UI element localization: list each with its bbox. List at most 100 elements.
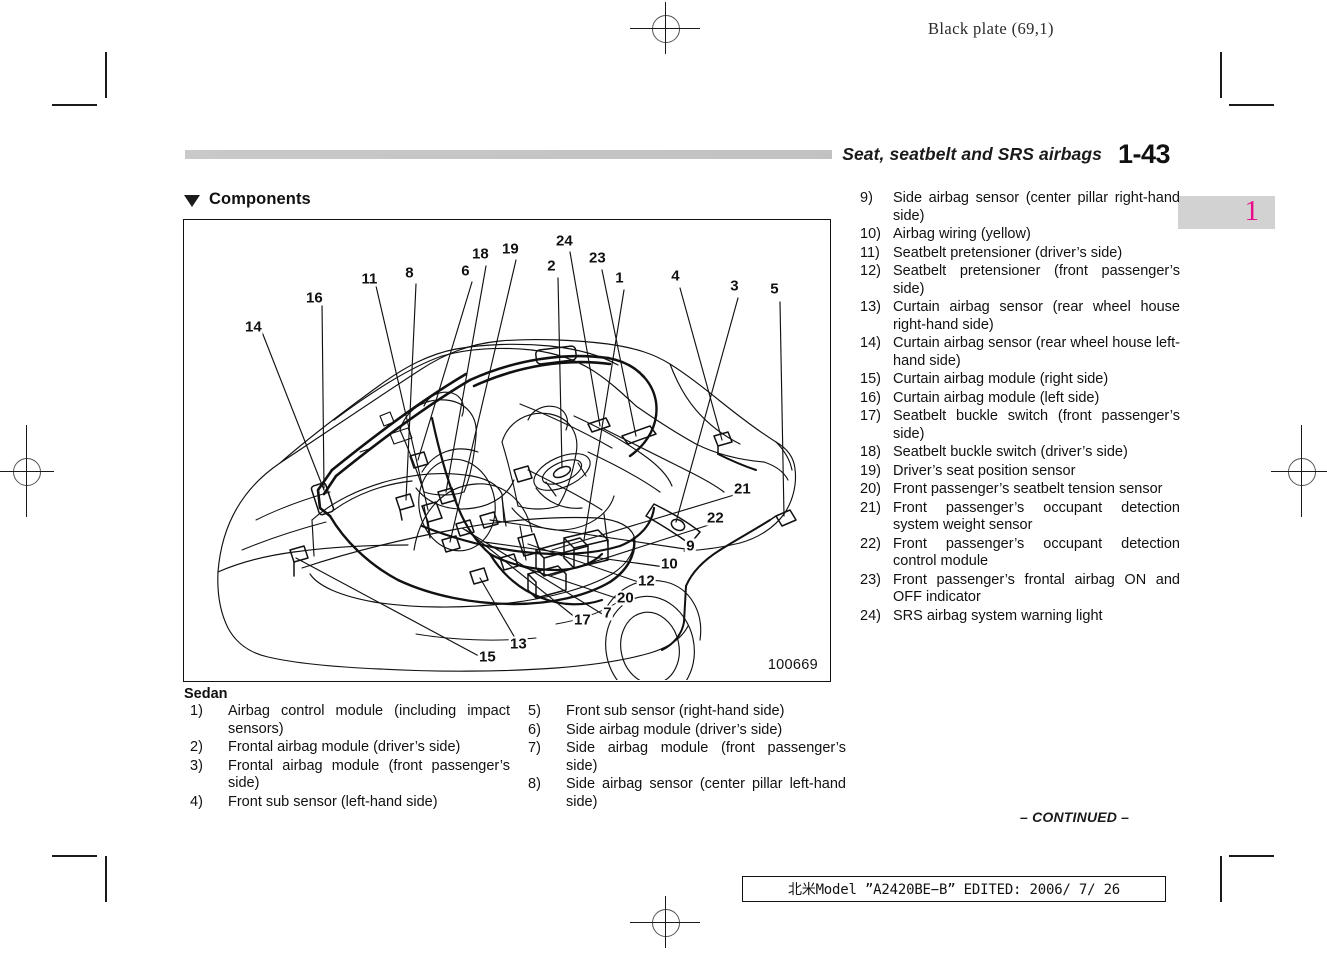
- legend-item: 11) Seatbelt pretensioner (driver’s side): [860, 245, 1180, 263]
- legend-item-text: Front sub sensor (left-hand side): [228, 793, 438, 810]
- chapter-title-text: Seat, seatbelt and SRS airbags: [832, 143, 1111, 165]
- legend-item-number: 1): [190, 703, 203, 719]
- legend-item-number: 16): [860, 389, 881, 406]
- registration-mark-right: [1266, 425, 1327, 517]
- legend-item: 14) Curtain airbag sensor (rear wheel hou…: [860, 335, 1180, 370]
- legend-item: 20) Front passenger’s seatbelt tension se…: [860, 481, 1180, 499]
- legend-column-right: 9) Side airbag sensor (center pillar righ…: [860, 190, 1180, 626]
- legend-item-text: Side airbag sensor (center pillar left-h…: [566, 776, 846, 810]
- legend-item-text: Front passenger’s frontal airbag ON and …: [893, 571, 1180, 606]
- chapter-tab-number: 1: [1244, 195, 1260, 227]
- legend-item-text: Driver’s seat position sensor: [893, 462, 1076, 479]
- legend-item-number: 14): [860, 335, 881, 351]
- legend-item: 1) Airbag control module (including impac…: [190, 703, 510, 738]
- legend-item-number: 12): [860, 263, 881, 279]
- legend-item-text: Frontal airbag module (driver’s side): [228, 739, 461, 755]
- crop-mark-top-left-vertical: [105, 52, 107, 98]
- legend-item-text: Curtain airbag sensor (rear wheel house …: [893, 335, 1180, 369]
- legend-item-text: Front passenger’s seatbelt tension senso…: [893, 481, 1163, 497]
- legend-item-text: Curtain airbag module (left side): [893, 389, 1100, 406]
- legend-item-number: 13): [860, 299, 881, 315]
- figure-caption: Sedan: [184, 686, 228, 702]
- crop-mark-top-right-horizontal: [1229, 104, 1274, 106]
- legend-item: 9) Side airbag sensor (center pillar righ…: [860, 190, 1180, 225]
- legend-item: 17) Seatbelt buckle switch (front passeng…: [860, 408, 1180, 443]
- section-heading-label: Components: [209, 190, 311, 208]
- legend-item-number: 23): [860, 571, 881, 588]
- black-plate-label: Black plate (69,1): [928, 19, 1054, 38]
- legend-item: 10) Airbag wiring (yellow): [860, 226, 1180, 244]
- legend-item: 18) Seatbelt buckle switch (driver’s side…: [860, 444, 1180, 462]
- legend-item-text: SRS airbag system warning light: [893, 607, 1103, 624]
- legend-item-number: 22): [860, 535, 881, 552]
- legend-item: 22) Front passenger’s occupant detection …: [860, 536, 1180, 571]
- print-stamp-text: 北米Model ”A2420BE−B” EDITED: 2006/ 7/ 26: [787, 882, 1121, 898]
- sedan-srs-line-art: [217, 251, 797, 680]
- crop-mark-bottom-right-vertical: [1220, 856, 1222, 902]
- legend-item: 24)SRS airbag system warning light: [860, 608, 1180, 626]
- continued-label: – CONTINUED –: [1020, 809, 1130, 825]
- registration-mark-left: [0, 425, 61, 517]
- legend-item-number: 6): [528, 721, 541, 738]
- legend-item: 4) Front sub sensor (left-hand side): [190, 794, 510, 812]
- crop-mark-bottom-right-horizontal: [1229, 855, 1274, 857]
- legend-item: 8) Side airbag sensor (center pillar left…: [528, 776, 846, 811]
- legend-item-number: 20): [860, 481, 881, 497]
- legend-item-number: 17): [860, 408, 881, 424]
- legend-item-text: Front passenger’s occupant detection sys…: [893, 499, 1180, 534]
- legend-item-text: Seatbelt pretensioner (driver’s side): [893, 244, 1123, 261]
- crop-mark-bottom-left-vertical: [105, 856, 107, 902]
- legend-item: 6) Side airbag module (driver’s side): [528, 722, 846, 740]
- legend-item: 21) Front passenger’s occupant detection …: [860, 500, 1180, 535]
- page-number: 1-43: [1110, 138, 1171, 170]
- chapter-tab: 1: [1178, 195, 1275, 229]
- legend-item-text: Front passenger’s occupant detection con…: [893, 535, 1180, 570]
- legend-item-number: 9): [860, 190, 873, 206]
- legend-item: 2) Frontal airbag module (driver’s side): [190, 739, 510, 757]
- chapter-title-rule: [185, 150, 1170, 159]
- legend-item-number: 21): [860, 499, 881, 516]
- legend-item: 12) Seatbelt pretensioner (front passenge…: [860, 263, 1180, 298]
- section-heading: Components: [184, 190, 311, 209]
- legend-item: 15)Curtain airbag module (right side): [860, 371, 1180, 389]
- legend-item-number: 2): [190, 739, 203, 755]
- legend-item-text: Side airbag module (driver’s side): [566, 721, 783, 738]
- crop-mark-bottom-left-horizontal: [52, 855, 97, 857]
- legend-item-text: Curtain airbag module (right side): [893, 371, 1109, 387]
- legend-item-text: Seatbelt buckle switch (front passenger’…: [893, 408, 1180, 442]
- legend-column-middle: 5) Front sub sensor (right-hand side) 6) Si…: [528, 703, 846, 812]
- legend-item-text: Side airbag module (front passenger’s si…: [566, 740, 846, 774]
- legend-item: 5) Front sub sensor (right-hand side): [528, 703, 846, 721]
- legend-item-text: Frontal airbag module (front passenger’s…: [228, 757, 510, 792]
- legend-item-text: Airbag control module (including impact …: [228, 703, 510, 737]
- legend-item-number: 8): [528, 776, 541, 792]
- legend-item: 16) Curtain airbag module (left side): [860, 390, 1180, 408]
- legend-item-number: 10): [860, 226, 881, 242]
- legend-item: 23) Front passenger’s frontal airbag ON a…: [860, 572, 1180, 607]
- legend-item-number: 4): [190, 793, 203, 810]
- legend-item: 3) Frontal airbag module (front passenger…: [190, 758, 510, 793]
- crop-mark-top-left-horizontal: [52, 104, 97, 106]
- legend-column-left: 1) Airbag control module (including impac…: [190, 703, 510, 812]
- legend-item-number: 3): [190, 757, 203, 774]
- legend-item-text: Seatbelt pretensioner (front passenger’s…: [893, 263, 1180, 297]
- legend-item-text: Curtain airbag sensor (rear wheel house …: [893, 299, 1180, 333]
- legend-item-number: 7): [528, 740, 541, 756]
- legend-item-text: Seatbelt buckle switch (driver’s side): [893, 444, 1128, 460]
- legend-item: 13) Curtain airbag sensor (rear wheel hou…: [860, 299, 1180, 334]
- figure-number: 100669: [767, 657, 818, 673]
- chapter-title: Seat, seatbelt and SRS airbags 1-43: [740, 138, 1171, 170]
- legend-item-text: Side airbag sensor (center pillar right-…: [893, 190, 1180, 224]
- legend-item-text: Airbag wiring (yellow): [893, 226, 1031, 242]
- legend-item-number: 11): [860, 244, 880, 261]
- legend-item-text: Front sub sensor (right-hand side): [566, 703, 785, 719]
- legend-item: 7) Side airbag module (front passenger’s …: [528, 740, 846, 775]
- legend-item-number: 19): [860, 462, 881, 479]
- legend-item: 19) Driver’s seat position sensor: [860, 463, 1180, 481]
- legend-item-number: 18): [860, 444, 881, 460]
- registration-mark-bottom: [630, 896, 700, 952]
- legend-item-number: 5): [528, 703, 541, 719]
- crop-mark-top-right-vertical: [1220, 52, 1222, 98]
- triangle-down-icon: [184, 195, 200, 207]
